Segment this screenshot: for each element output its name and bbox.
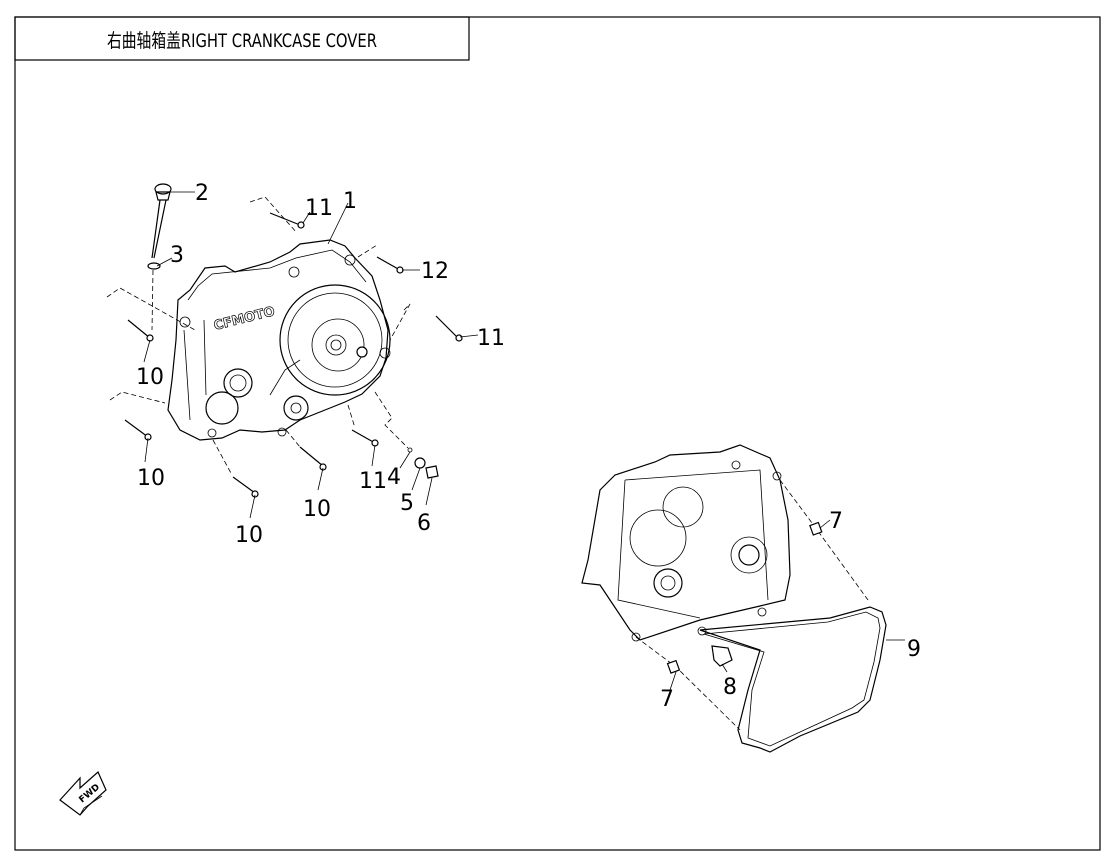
callout-12: 12 <box>421 259 449 284</box>
callouts: 1 2 3 11 12 11 10 10 10 10 11 4 5 6 7 7 … <box>136 181 921 712</box>
gasket-part-9 <box>699 606 887 753</box>
washer-part-3 <box>147 262 161 270</box>
callout-11: 11 <box>359 469 387 494</box>
callout-1: 1 <box>343 189 357 214</box>
callout-10: 10 <box>136 365 164 390</box>
cfmoto-logo: CFMOTO <box>212 304 276 334</box>
callout-4: 4 <box>387 465 401 490</box>
callout-8: 8 <box>723 675 737 700</box>
callout-7: 7 <box>829 509 843 534</box>
callout-7: 7 <box>660 687 674 712</box>
drawing-frame <box>14 16 1101 851</box>
callout-10: 10 <box>303 497 331 522</box>
dowel-pin-part-7 <box>666 659 681 674</box>
crankcase-cover-part-1: CFMOTO <box>167 239 391 441</box>
forward-arrow-icon: FWD <box>59 771 107 816</box>
dowels-and-sensor <box>635 479 869 731</box>
callout-11: 11 <box>477 326 505 351</box>
title-box <box>14 16 470 61</box>
oil-dipstick-part-2 <box>147 183 172 331</box>
crankcase-reference <box>581 444 791 642</box>
o-ring-part-4 <box>407 447 413 453</box>
callout-3: 3 <box>170 243 184 268</box>
sensor-part-8 <box>711 645 733 667</box>
bolts <box>106 196 463 498</box>
callout-11: 11 <box>305 196 333 221</box>
callout-10: 10 <box>235 523 263 548</box>
callout-6: 6 <box>417 511 431 536</box>
callout-10: 10 <box>137 466 165 491</box>
diagram-title: 右曲轴箱盖RIGHT CRANKCASE COVER <box>107 30 377 52</box>
callout-9: 9 <box>907 637 921 662</box>
leader-lines <box>143 191 905 691</box>
callout-2: 2 <box>195 181 209 206</box>
callout-5: 5 <box>400 491 414 516</box>
dowel-pin-part-7 <box>809 521 823 536</box>
washer-part-5 <box>414 457 426 469</box>
plug-part-6 <box>425 465 439 479</box>
